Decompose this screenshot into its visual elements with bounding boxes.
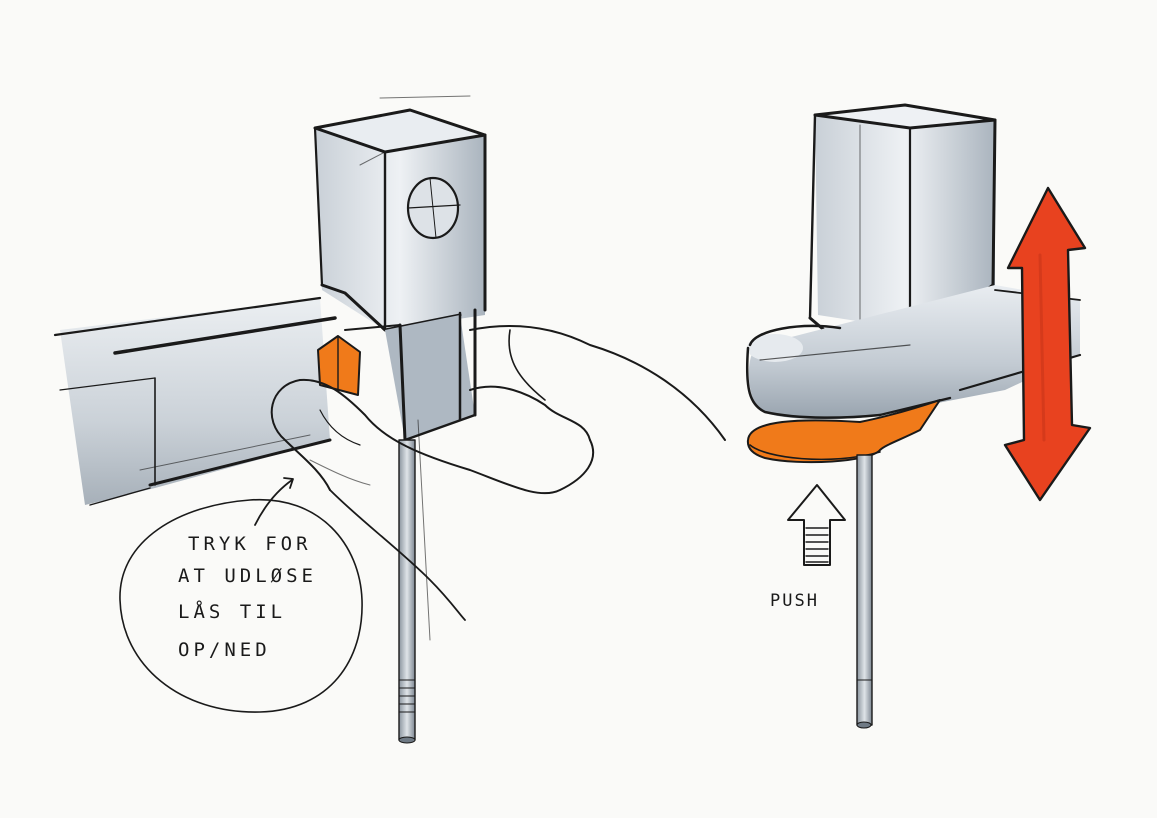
annotation-line-3: LÅS TIL [178,600,286,623]
push-label: PUSH [770,591,819,611]
left-latch [317,335,361,396]
annotation-bubble [119,498,363,713]
left-block [313,95,487,332]
right-rod [856,454,873,729]
annotation-line-4: OP/NED [178,639,271,661]
right-sketch [745,103,1092,729]
annotation-line-1: TRYK FOR [188,533,312,555]
right-arm [745,285,1082,420]
push-arrow-icon [787,484,846,566]
left-hand [270,325,726,621]
annotation-line-2: AT UDLØSE [178,565,317,587]
left-rail [53,296,337,506]
left-rod [398,419,431,744]
left-housing [344,308,477,442]
left-sketch [53,95,726,744]
leader-line [254,479,293,526]
up-down-arrow-icon [1003,186,1092,502]
annotation-text: TRYK FOR AT UDLØSE LÅS TIL OP/NED [178,533,317,661]
